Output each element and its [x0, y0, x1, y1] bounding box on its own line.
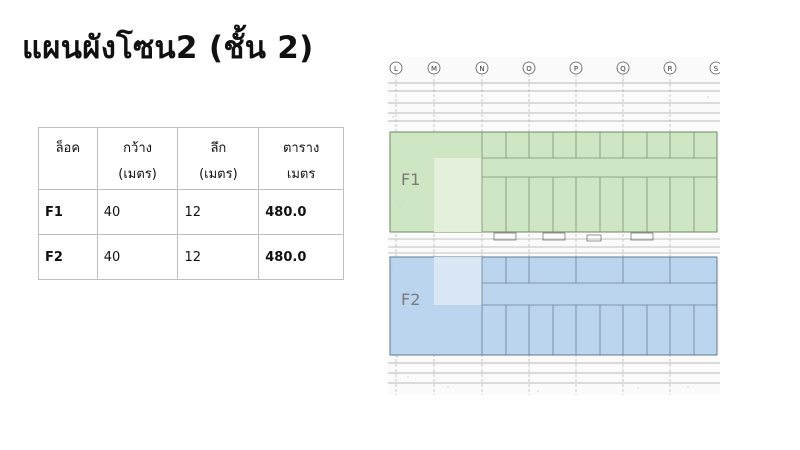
corridor-lines [388, 238, 720, 254]
depth-cell: 12 [177, 189, 260, 235]
svg-text:S: S [714, 65, 719, 73]
zone-f2-label: F2 [401, 290, 420, 309]
svg-text:Q: Q [620, 65, 626, 73]
header-area: ตาราง เมตร [258, 127, 344, 190]
svg-text:O: O [526, 65, 532, 73]
svg-text:R: R [668, 65, 673, 73]
lot-cell: F1 [38, 189, 98, 235]
lot-cell: F2 [38, 234, 98, 280]
table-row: F1 40 12 480.0 [38, 189, 344, 235]
bottom-dimensions [388, 362, 720, 384]
svg-text:L: L [394, 65, 398, 73]
table-header-row: ล็อค กว้าง (เมตร) ลึก (เมตร) ตาราง เมตร [38, 127, 344, 190]
depth-cell: 12 [177, 234, 260, 280]
area-cell: 480.0 [258, 234, 344, 280]
width-cell: 40 [96, 189, 179, 235]
corridor-tags [493, 232, 654, 242]
header-depth: ลึก (เมตร) [177, 127, 260, 190]
svg-text:M: M [431, 65, 437, 73]
area-cell: 480.0 [258, 189, 344, 235]
floor-plan-drawing: L M N O P Q R [388, 57, 720, 395]
grid-marker: Q [616, 61, 630, 75]
scan-noise [391, 96, 709, 392]
grid-marker: P [569, 61, 583, 75]
slide-title: แผนผังโซน2 (ชั้น 2) [22, 30, 314, 66]
lot-table: ล็อค กว้าง (เมตร) ลึก (เมตร) ตาราง เมตร … [38, 127, 344, 280]
header-width: กว้าง (เมตร) [96, 127, 179, 190]
svg-text:P: P [574, 65, 578, 73]
f1-cells [481, 132, 717, 232]
grid-marker: L [389, 61, 403, 75]
dimension-lines [388, 82, 720, 122]
grid-marker: O [522, 61, 536, 75]
zone-f1-label: F1 [401, 170, 420, 189]
grid-marker: R [663, 61, 677, 75]
floor-plan: L M N O P Q R [388, 57, 720, 395]
width-cell: 40 [96, 234, 179, 280]
svg-text:N: N [479, 65, 484, 73]
f2-cells [481, 257, 717, 355]
header-lot: ล็อค [38, 127, 98, 190]
grid-marker: M [427, 61, 441, 75]
table-row: F2 40 12 480.0 [38, 234, 344, 280]
grid-marker: N [475, 61, 489, 75]
grid-marker: S [709, 61, 720, 75]
